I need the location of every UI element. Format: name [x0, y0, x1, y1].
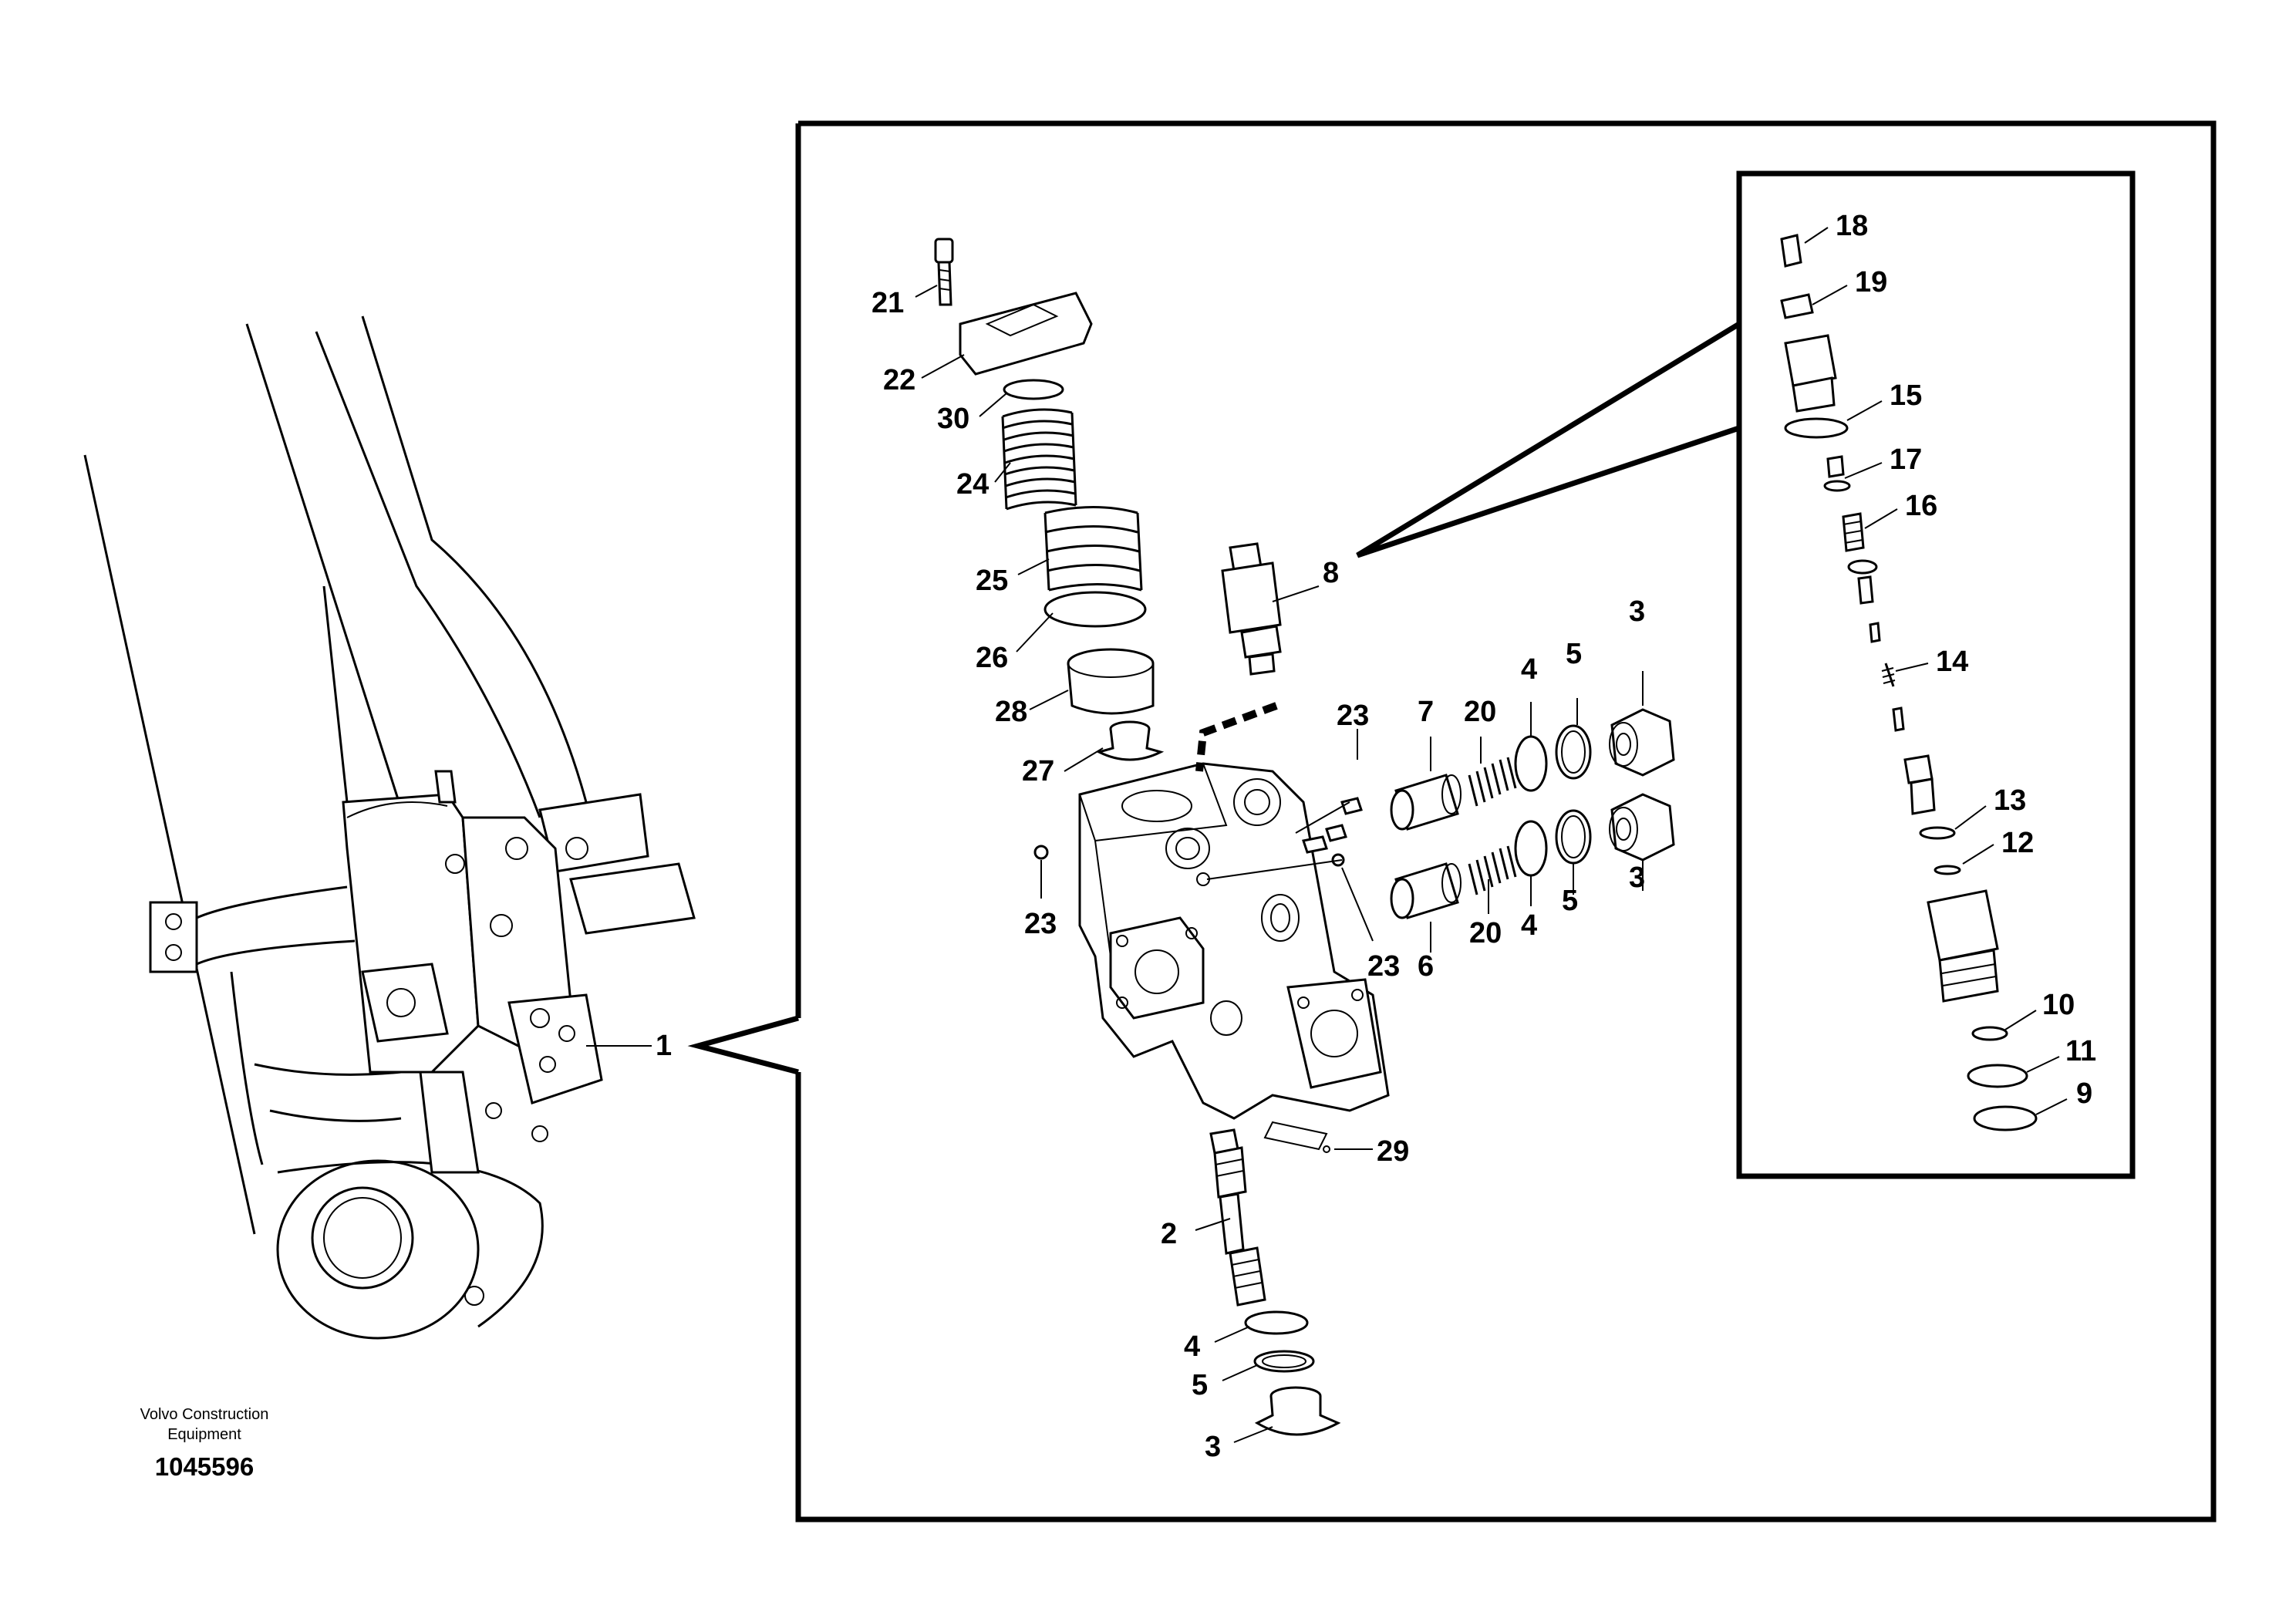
callout-label: 1 — [656, 1030, 672, 1062]
callout-5-bottom: 5 — [1192, 1369, 1208, 1401]
callout-29: 29 — [1377, 1135, 1409, 1168]
callout-6: 6 — [1418, 950, 1434, 983]
callout-13: 13 — [1994, 784, 2026, 817]
caption-line-1: Volvo Construction — [140, 1406, 269, 1423]
callout-labels: 21 22 30 24 25 26 28 27 8 23 23 23 7 20 … — [872, 210, 2096, 1463]
detail-frame-inset — [1736, 170, 2136, 1179]
callout-8: 8 — [1323, 557, 1339, 589]
cylinder-overview-drawing — [83, 315, 696, 1340]
callout-20-lower: 20 — [1469, 917, 1502, 949]
callout-21: 21 — [872, 287, 904, 319]
callout-4-top: 4 — [1521, 653, 1537, 686]
callout-16: 16 — [1905, 490, 1937, 522]
relief-valve-part-8 — [1221, 542, 1282, 676]
inset-pointer-wedge — [1356, 322, 1741, 558]
valve-housing — [1078, 762, 1390, 1120]
callout-2: 2 — [1161, 1218, 1177, 1250]
callout-23-left: 23 — [1024, 908, 1057, 940]
callout-20-top: 20 — [1464, 696, 1496, 728]
document-number: 1045596 — [155, 1452, 254, 1481]
leader-lines — [915, 227, 2068, 1443]
callout-22: 22 — [883, 364, 915, 396]
callout-28: 28 — [995, 696, 1027, 728]
callout-3-bottom: 3 — [1205, 1431, 1221, 1463]
callout-26: 26 — [976, 642, 1008, 674]
callout-3-top: 3 — [1629, 595, 1645, 628]
callout-17: 17 — [1890, 443, 1922, 476]
callout-4-lower: 4 — [1521, 909, 1537, 942]
callout-19: 19 — [1855, 266, 1887, 298]
callout-25: 25 — [976, 565, 1008, 597]
callout-4-bottom: 4 — [1184, 1330, 1200, 1363]
callout-23-top: 23 — [1337, 700, 1369, 732]
detail-frame-main — [795, 120, 2217, 1523]
callout-5-lower: 5 — [1562, 885, 1578, 917]
top-part-stack — [934, 238, 1165, 761]
callout-30: 30 — [937, 403, 969, 435]
port-parts-lower — [1390, 793, 1675, 919]
publisher-caption: Volvo Construction Equipment 1045596 — [140, 1406, 269, 1481]
callout-5-top: 5 — [1566, 638, 1582, 670]
callout-10: 10 — [2042, 989, 2075, 1021]
callout-24: 24 — [956, 468, 989, 501]
callout-12: 12 — [2001, 827, 2034, 859]
bottom-part-stack — [1209, 1121, 1341, 1436]
detail-pointer-wedge — [687, 1015, 799, 1075]
callout-11: 11 — [2065, 1035, 2096, 1067]
inset-cartridge-parts — [1780, 234, 2038, 1131]
callout-14: 14 — [1936, 646, 1968, 678]
callout-18: 18 — [1836, 210, 1868, 242]
callout-3-lower: 3 — [1629, 862, 1645, 894]
caption-line-2: Equipment — [167, 1426, 241, 1443]
plugs-part-23 — [1033, 797, 1363, 880]
callout-7: 7 — [1418, 696, 1434, 728]
callout-15: 15 — [1890, 379, 1922, 412]
callout-9: 9 — [2076, 1077, 2092, 1110]
callout-23-lower: 23 — [1367, 950, 1400, 983]
callout-1: 1 — [586, 1030, 672, 1062]
port-parts-upper — [1390, 708, 1675, 831]
dashed-connector — [1195, 702, 1278, 772]
callout-27: 27 — [1022, 755, 1054, 787]
